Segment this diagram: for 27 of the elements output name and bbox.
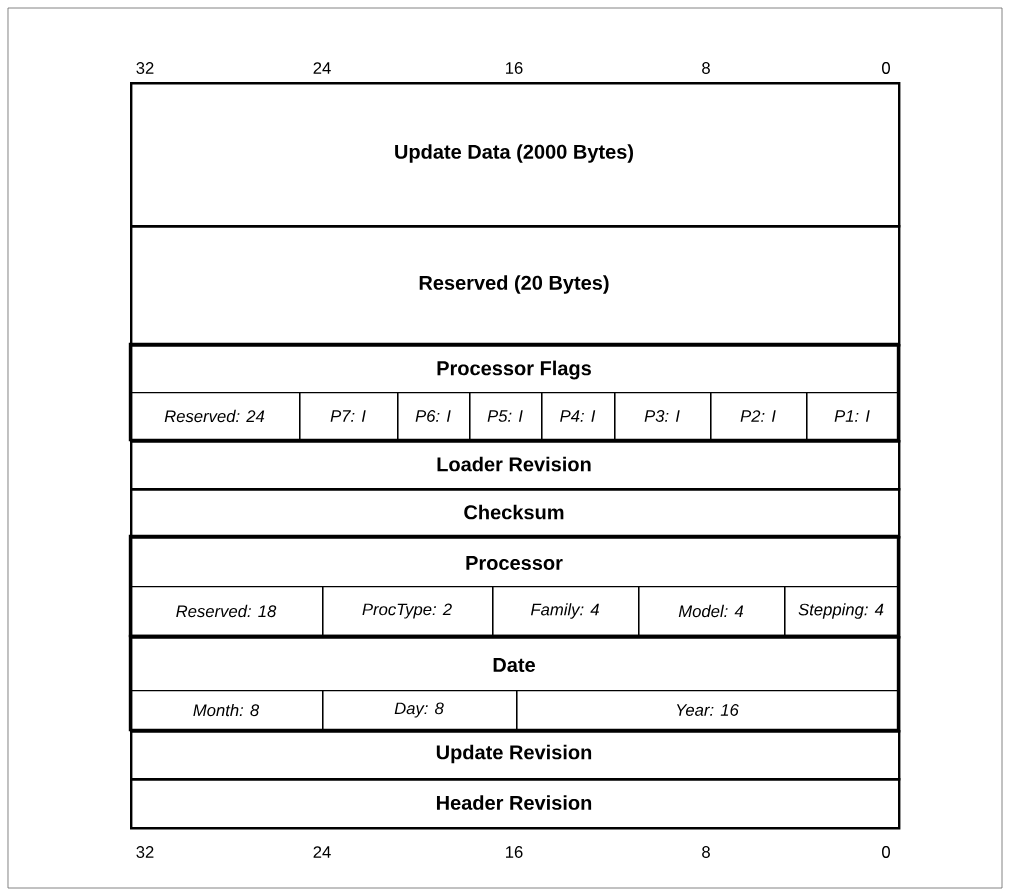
bit-field-cell: ProcType: 2 [322,586,494,638]
bit-field-cell: Stepping: 4 [784,586,900,638]
bit-field-cell: Day: 8 [322,690,518,732]
bit-field-cell: Reserved: 18 [130,586,324,638]
bit-field-cell: Model: 4 [638,586,786,638]
field-row: Loader Revision [130,440,901,491]
field-row: Checksum [130,488,901,539]
field-row: Header Revision [130,778,901,830]
bit-number: 0 [882,846,890,858]
bit-field-cell: P4: I [541,392,616,442]
bit-field-cell: P3: I [614,392,712,442]
bit-number: 32 [136,846,154,858]
field-row: Reserved (20 Bytes) [130,225,901,347]
field-row: Update Data (2000 Bytes) [130,82,901,228]
bit-field-cell: Year: 16 [516,690,900,732]
bit-field-cell: P5: I [469,392,543,442]
bit-field-cell: Family: 4 [492,586,640,638]
bit-field-cell: P2: I [710,392,808,442]
bit-number: 8 [702,846,710,858]
bit-field-cell: Reserved: 24 [130,392,301,442]
bit-field-cell: P1: I [806,392,900,442]
bit-field-cell: P7: I [299,392,399,442]
bit-number: 24 [313,846,331,858]
bit-number: 16 [506,846,523,858]
bit-field-cell: Month: 8 [130,690,324,732]
field-row: Update Revision [130,730,901,781]
bit-field-cell: P6: I [397,392,471,442]
